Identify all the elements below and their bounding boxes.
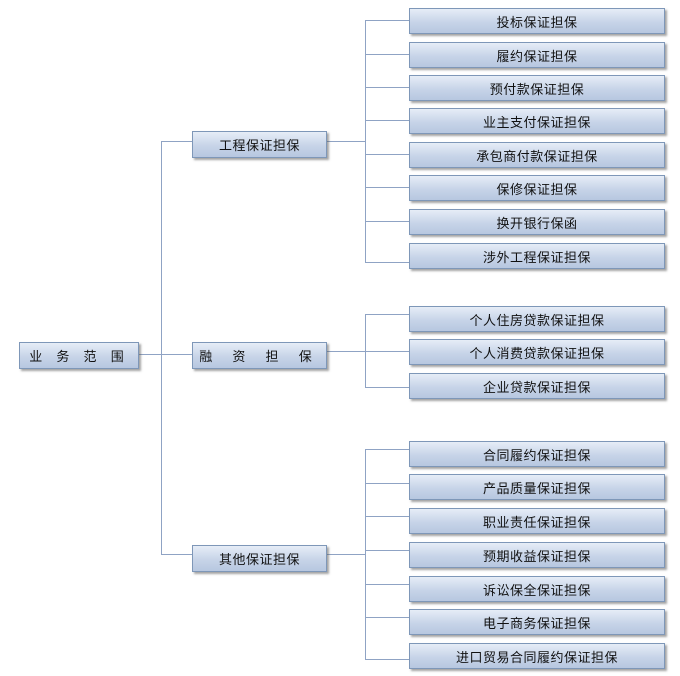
connector-leaf bbox=[365, 449, 409, 450]
connector-leaf bbox=[365, 659, 409, 660]
connector-group-1-trunk bbox=[365, 20, 366, 262]
connector-leaf bbox=[365, 154, 409, 155]
leaf-node: 预付款保证担保 bbox=[409, 75, 665, 101]
connector-leaf bbox=[365, 120, 409, 121]
group-node-other: 其他保证担保 bbox=[192, 545, 327, 572]
group-node-engineering: 工程保证担保 bbox=[192, 131, 327, 158]
connector-leaf bbox=[365, 314, 409, 315]
group-node-financing: 融 资 担 保 bbox=[192, 342, 327, 369]
connector-leaf bbox=[365, 483, 409, 484]
leaf-node: 换开银行保函 bbox=[409, 209, 665, 235]
connector-group-2-trunk bbox=[365, 314, 366, 387]
leaf-node: 合同履约保证担保 bbox=[409, 441, 665, 467]
connector-leaf bbox=[365, 516, 409, 517]
leaf-node: 保修保证担保 bbox=[409, 175, 665, 201]
connector-group-1-stub bbox=[327, 141, 365, 142]
leaf-node: 企业贷款保证担保 bbox=[409, 373, 665, 399]
leaf-node: 承包商付款保证担保 bbox=[409, 142, 665, 168]
connector-group-2-stub bbox=[327, 351, 365, 352]
connector-root-to-group-1 bbox=[161, 141, 192, 142]
connector-leaf bbox=[365, 187, 409, 188]
connector-leaf bbox=[365, 54, 409, 55]
connector-leaf bbox=[365, 262, 409, 263]
leaf-node: 投标保证担保 bbox=[409, 8, 665, 34]
leaf-node: 产品质量保证担保 bbox=[409, 474, 665, 500]
connector-leaf bbox=[365, 221, 409, 222]
leaf-node: 电子商务保证担保 bbox=[409, 609, 665, 635]
leaf-node: 涉外工程保证担保 bbox=[409, 243, 665, 269]
connector-leaf bbox=[365, 584, 409, 585]
leaf-node: 个人住房贷款保证担保 bbox=[409, 306, 665, 332]
connector-group-3-stub bbox=[327, 554, 365, 555]
connector-leaf bbox=[365, 387, 409, 388]
leaf-node: 履约保证担保 bbox=[409, 42, 665, 68]
leaf-node: 预期收益保证担保 bbox=[409, 542, 665, 568]
connector-leaf bbox=[365, 87, 409, 88]
leaf-node: 业主支付保证担保 bbox=[409, 108, 665, 134]
connector-root-to-group-3 bbox=[161, 554, 192, 555]
connector-leaf bbox=[365, 20, 409, 21]
connector-leaf bbox=[365, 351, 409, 352]
leaf-node: 诉讼保全保证担保 bbox=[409, 576, 665, 602]
connector-root-trunk bbox=[161, 141, 162, 555]
connector-root-to-group-2 bbox=[161, 354, 192, 355]
leaf-node: 进口贸易合同履约保证担保 bbox=[409, 643, 665, 669]
connector-group-3-trunk bbox=[365, 449, 366, 659]
root-node: 业 务 范 围 bbox=[19, 342, 139, 369]
leaf-node: 职业责任保证担保 bbox=[409, 508, 665, 534]
leaf-node: 个人消费贷款保证担保 bbox=[409, 339, 665, 365]
connector-root-stub bbox=[139, 354, 161, 355]
connector-leaf bbox=[365, 550, 409, 551]
connector-leaf bbox=[365, 617, 409, 618]
